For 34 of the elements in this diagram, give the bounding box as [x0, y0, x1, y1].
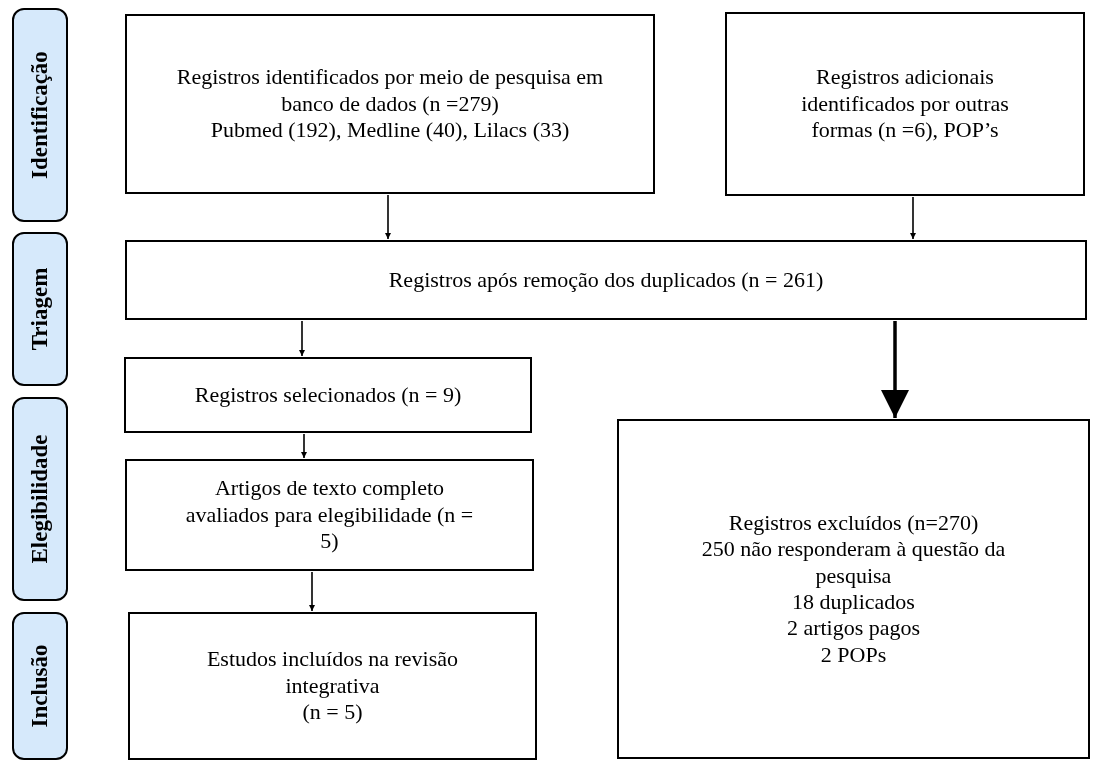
arrow [881, 321, 909, 418]
stage-name: Identificação [27, 51, 53, 179]
box-text: Estudos incluídos na revisão integrativa [205, 646, 460, 700]
process-box [124, 357, 532, 433]
stage-name: Elegibilidade [27, 434, 53, 564]
arrow [385, 194, 391, 240]
stage-label [12, 397, 68, 601]
process-box [125, 459, 534, 571]
box-text: Registros após remoção dos duplicados (n = 261) [388, 266, 824, 294]
box-text: Pubmed (192), Medline (40), Lilacs (33) [210, 117, 570, 144]
box-text: 18 duplicados [792, 589, 915, 616]
arrow [301, 433, 307, 459]
box-text: (n = 5) [302, 699, 363, 726]
process-box [125, 240, 1087, 320]
process-box [125, 14, 655, 194]
stage-label [12, 612, 68, 760]
box-text: 2 artigos pagos [786, 615, 921, 642]
box-text: Registros excluídos (n=270) [728, 509, 979, 537]
arrow [910, 196, 916, 240]
process-box [725, 12, 1085, 196]
stage-label [12, 8, 68, 222]
stage-name: Triagem [27, 267, 53, 351]
box-text: Registros selecionados (n = 9) [194, 381, 462, 409]
arrow [299, 320, 305, 357]
box-text: Artigos de texto completo avaliados para elegibilidade (n = 5) [184, 475, 475, 555]
stage-name: Inclusão [27, 644, 53, 728]
box-text: 2 POPs [820, 641, 887, 669]
box-text: 250 não responderam à questão da pesquisa [700, 536, 1007, 589]
box-text: Registros adicionais identificados por outras formas (n =6), POP’s [800, 64, 1010, 144]
process-box [617, 419, 1090, 759]
arrow [309, 571, 315, 612]
process-box [128, 612, 537, 760]
stage-label [12, 232, 68, 386]
box-text: Registros identificados por meio de pesquisa em banco de dados (n =279) [175, 64, 605, 118]
